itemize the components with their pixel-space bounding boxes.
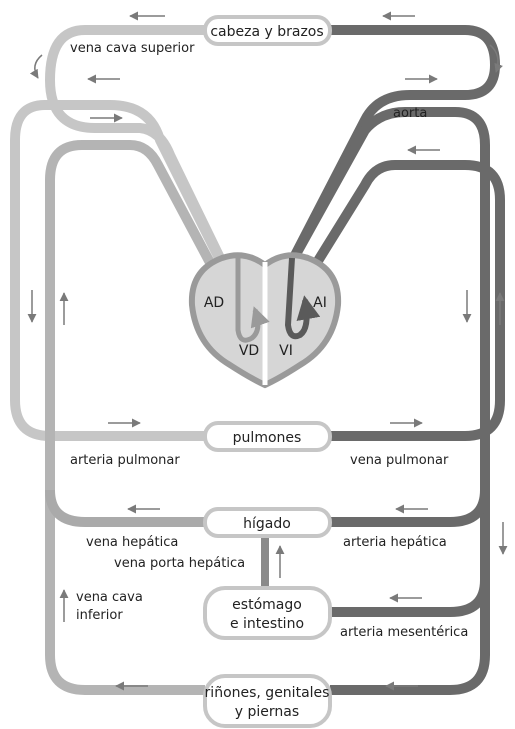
hepatic-vein-vessel (50, 490, 205, 522)
organ-head-arms-label: cabeza y brazos (210, 24, 323, 40)
pulmonary-vein-label: vena pulmonar (350, 453, 449, 468)
organ-lower-body: riñones, genitales y piernas (205, 676, 330, 726)
mesenteric-artery-vessel (330, 580, 485, 612)
inferior-vena-cava-label-1: vena cava (76, 590, 143, 605)
organ-stomach: estómago e intestino (205, 588, 330, 638)
hepatic-artery-vessel (330, 490, 485, 522)
organ-lower-body-label-2: y piernas (235, 704, 299, 720)
organ-stomach-label-1: estómago (232, 597, 302, 613)
organ-lungs-label: pulmones (233, 430, 302, 446)
aorta-vessel (290, 30, 495, 265)
organ-liver: hígado (205, 509, 330, 536)
right-atrium-label: AD (204, 295, 224, 311)
aorta-label: aorta (393, 106, 427, 121)
hepatic-artery-label: arteria hepática (343, 535, 447, 550)
mesenteric-artery-label: arteria mesentérica (340, 625, 468, 640)
hepatic-portal-vein-label: vena porta hepática (114, 556, 245, 571)
organ-lungs: pulmones (205, 423, 330, 450)
hepatic-vein-label: vena hepática (86, 535, 178, 550)
organ-lower-body-label-1: riñones, genitales (205, 685, 330, 701)
pulmonary-artery-label: arteria pulmonar (70, 453, 180, 468)
left-atrium-label: AI (313, 295, 327, 311)
inferior-vena-cava-label-2: inferior (76, 608, 123, 623)
left-ventricle-label: VI (279, 343, 293, 359)
flow-arrow-curve-icon (35, 55, 42, 78)
organ-liver-label: hígado (243, 516, 291, 532)
right-ventricle-label: VD (239, 343, 259, 359)
inferior-vena-cava-vessel (50, 145, 215, 690)
superior-vena-cava-label: vena cava superior (70, 41, 195, 56)
heart: AD AI VD VI (192, 255, 338, 385)
organ-stomach-label-2: e intestino (230, 616, 304, 632)
organ-head-arms: cabeza y brazos (205, 17, 330, 44)
